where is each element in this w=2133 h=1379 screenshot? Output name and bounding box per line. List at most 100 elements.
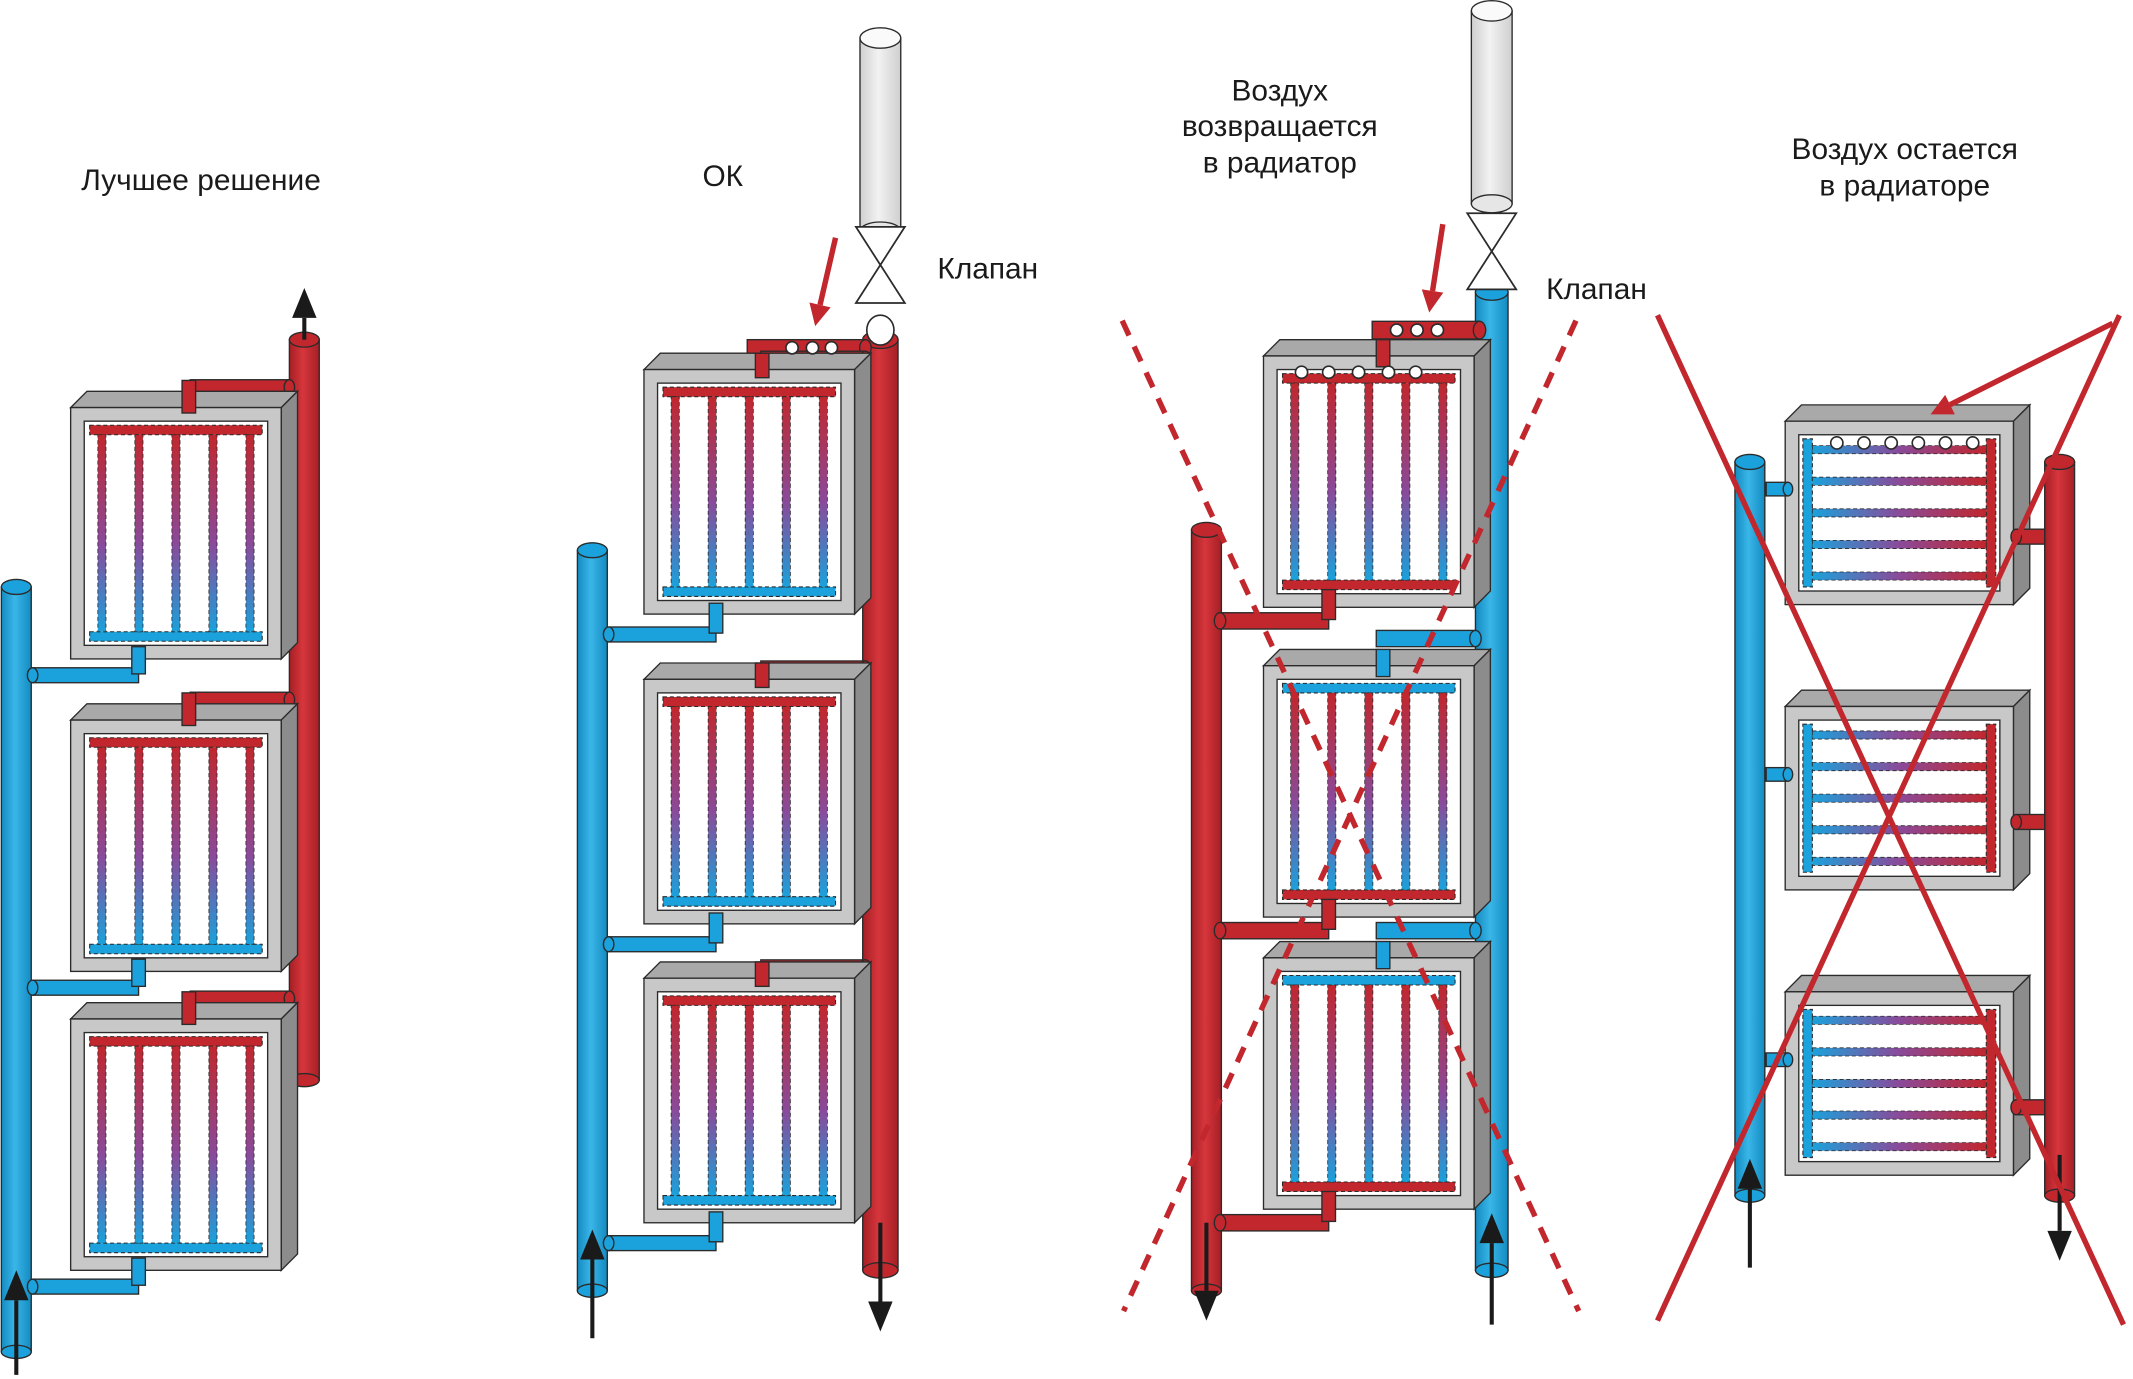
radiator-bottom-header (662, 586, 837, 597)
connector-body (1375, 921, 1477, 940)
cold-riser-stub-best (131, 1257, 147, 1286)
hot-connector-stays (2010, 813, 2046, 831)
radiator-column (1290, 692, 1300, 891)
caption-best-solution: Лучшее решение (81, 164, 321, 197)
pipe-body (1470, 10, 1513, 205)
air-bubble-icon (1857, 435, 1871, 450)
radiator-tube (1811, 1047, 1987, 1057)
radiator-column (1401, 692, 1411, 891)
cold-riser-stub-ok (708, 912, 724, 944)
cross-out-icon (1655, 314, 2122, 1322)
radiator-right-header (1985, 723, 1997, 873)
connector-cap (1469, 921, 1482, 940)
radiator-top-header (89, 737, 263, 748)
radiator-column (1327, 984, 1337, 1183)
cold-riser-stub-best (131, 958, 147, 988)
connector-body (1219, 612, 1330, 630)
connector-body (1371, 320, 1481, 340)
radiator-column (1401, 382, 1411, 581)
lower-stub-returns (1321, 1190, 1337, 1223)
arrow-head (4, 1270, 29, 1301)
radiator-column (1327, 382, 1337, 581)
caption-air-returns-line-1: Воздух (1232, 75, 1329, 108)
return-riser-stays (1734, 453, 1766, 1203)
caption-air-returns-line-2: возвращается (1182, 110, 1378, 143)
pipe-top-cap (576, 542, 608, 559)
connector-cap (26, 1278, 39, 1295)
radiator-column (208, 434, 218, 633)
radiator-column (97, 746, 107, 945)
radiator-tube (1811, 508, 1987, 518)
radiator-side-face (2012, 403, 2031, 607)
radiator-column (1290, 382, 1300, 581)
cold-connector-ok (602, 1234, 717, 1252)
radiator (1783, 973, 2032, 1177)
radiator-side-face (280, 1001, 299, 1272)
cold-riser-stub-ok (708, 602, 724, 634)
radiator-tube (1811, 445, 1987, 455)
radiator-column (707, 1004, 717, 1196)
pipe-body (1734, 461, 1766, 1197)
air-bubble-icon (824, 340, 839, 355)
valve-lower-triangle (1465, 249, 1518, 291)
hot-riser-stub-best (181, 379, 197, 414)
radiator-column (1438, 382, 1448, 581)
radiator-bottom-header (89, 943, 263, 955)
air-bubble-icon (1408, 365, 1423, 380)
hot-riser-stub-ok (754, 352, 770, 379)
radiator-side-face (2012, 973, 2031, 1177)
radiator-column (670, 706, 680, 898)
radiator-column (744, 1004, 754, 1196)
pointer-shaft (1429, 223, 1446, 292)
radiator-side-face (280, 702, 299, 974)
lower-stub-returns (1321, 588, 1337, 621)
radiator-column (781, 1004, 791, 1196)
radiator-left-header (1802, 1008, 1813, 1159)
cold-riser-stub-ok (708, 1211, 724, 1243)
connector-cap (602, 1234, 615, 1252)
air-bubble-icon (1430, 323, 1445, 338)
pointer-shaft (817, 237, 839, 306)
hot-connector-returns (1213, 1213, 1330, 1232)
radiator-bottom-header (662, 896, 837, 907)
pipes-back-layer (0, 0, 2076, 1360)
hot-riser-stub-best (181, 991, 197, 1026)
radiator (69, 389, 300, 661)
red-pointer-arrow-icon (1421, 223, 1446, 313)
air-vent-pipe-ok (859, 27, 902, 241)
up-arrow-icon (1737, 1158, 1763, 1268)
radiator-tube (1811, 856, 1987, 866)
radiator-bottom-header (662, 1195, 837, 1206)
connector-body (31, 1278, 140, 1295)
pipe-top-cap (1734, 453, 1766, 471)
air-bubble-icon (1911, 435, 1926, 450)
radiator-column (781, 396, 791, 588)
connector-cap (1213, 1213, 1227, 1232)
radiator-side-face (853, 661, 872, 926)
radiator-column (818, 396, 828, 588)
radiator-top-header (1281, 373, 1456, 384)
radiator-bottom-header (1281, 579, 1456, 591)
radiator-column (171, 434, 181, 633)
pointer-head (1930, 394, 1955, 415)
radiator-column (1364, 382, 1374, 581)
radiator-column (1290, 984, 1300, 1183)
hot-riser-stub-ok (754, 662, 770, 689)
cold-connector-best (26, 667, 140, 684)
connector-cap (1472, 320, 1487, 340)
valve-label-air-returns: Клапан (1546, 273, 1647, 306)
radiator-top-header (662, 696, 837, 708)
radiator-top-face (1783, 974, 2032, 993)
radiator-right-header (1985, 438, 1997, 588)
return-riser-ok (576, 542, 608, 1298)
up-arrow-icon (292, 288, 317, 340)
radiator-column (1364, 984, 1374, 1183)
return-riser-best (0, 578, 32, 1360)
air-vent-pipe-returns (1470, 0, 1513, 214)
radiators-layer (69, 338, 2032, 1272)
radiator-top-face (1783, 404, 2032, 422)
connector-cap (1213, 612, 1227, 630)
radiator-tube (1811, 762, 1987, 772)
radiator-tube (1811, 1142, 1987, 1152)
